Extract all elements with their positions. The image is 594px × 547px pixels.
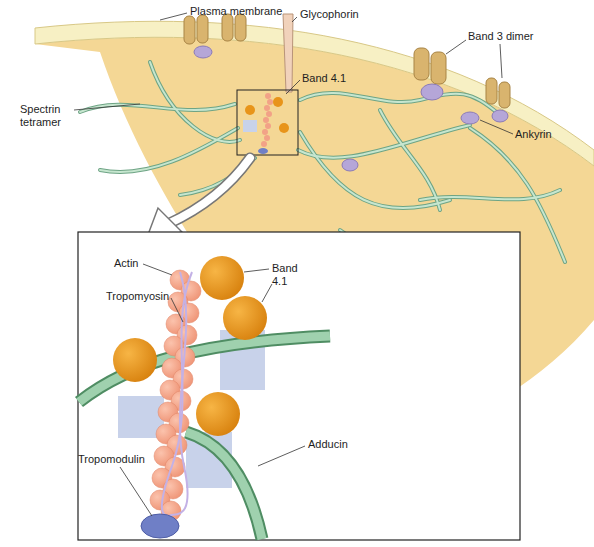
- part-label: Glycophorin: [300, 8, 359, 21]
- part-label: Spectrin tetramer: [20, 103, 72, 129]
- part-label: Plasma membrane: [190, 5, 282, 18]
- part-label: Band 3 dimer: [468, 30, 533, 43]
- part-label: Band 4.1: [272, 262, 302, 288]
- part-label: Actin: [114, 257, 138, 270]
- part-label: Tropomodulin: [78, 453, 145, 466]
- part-label: Tropomyosin: [106, 290, 169, 303]
- part-label: Band 4.1: [302, 72, 346, 85]
- part-label: Adducin: [308, 438, 348, 451]
- part-label: Ankyrin: [515, 128, 552, 141]
